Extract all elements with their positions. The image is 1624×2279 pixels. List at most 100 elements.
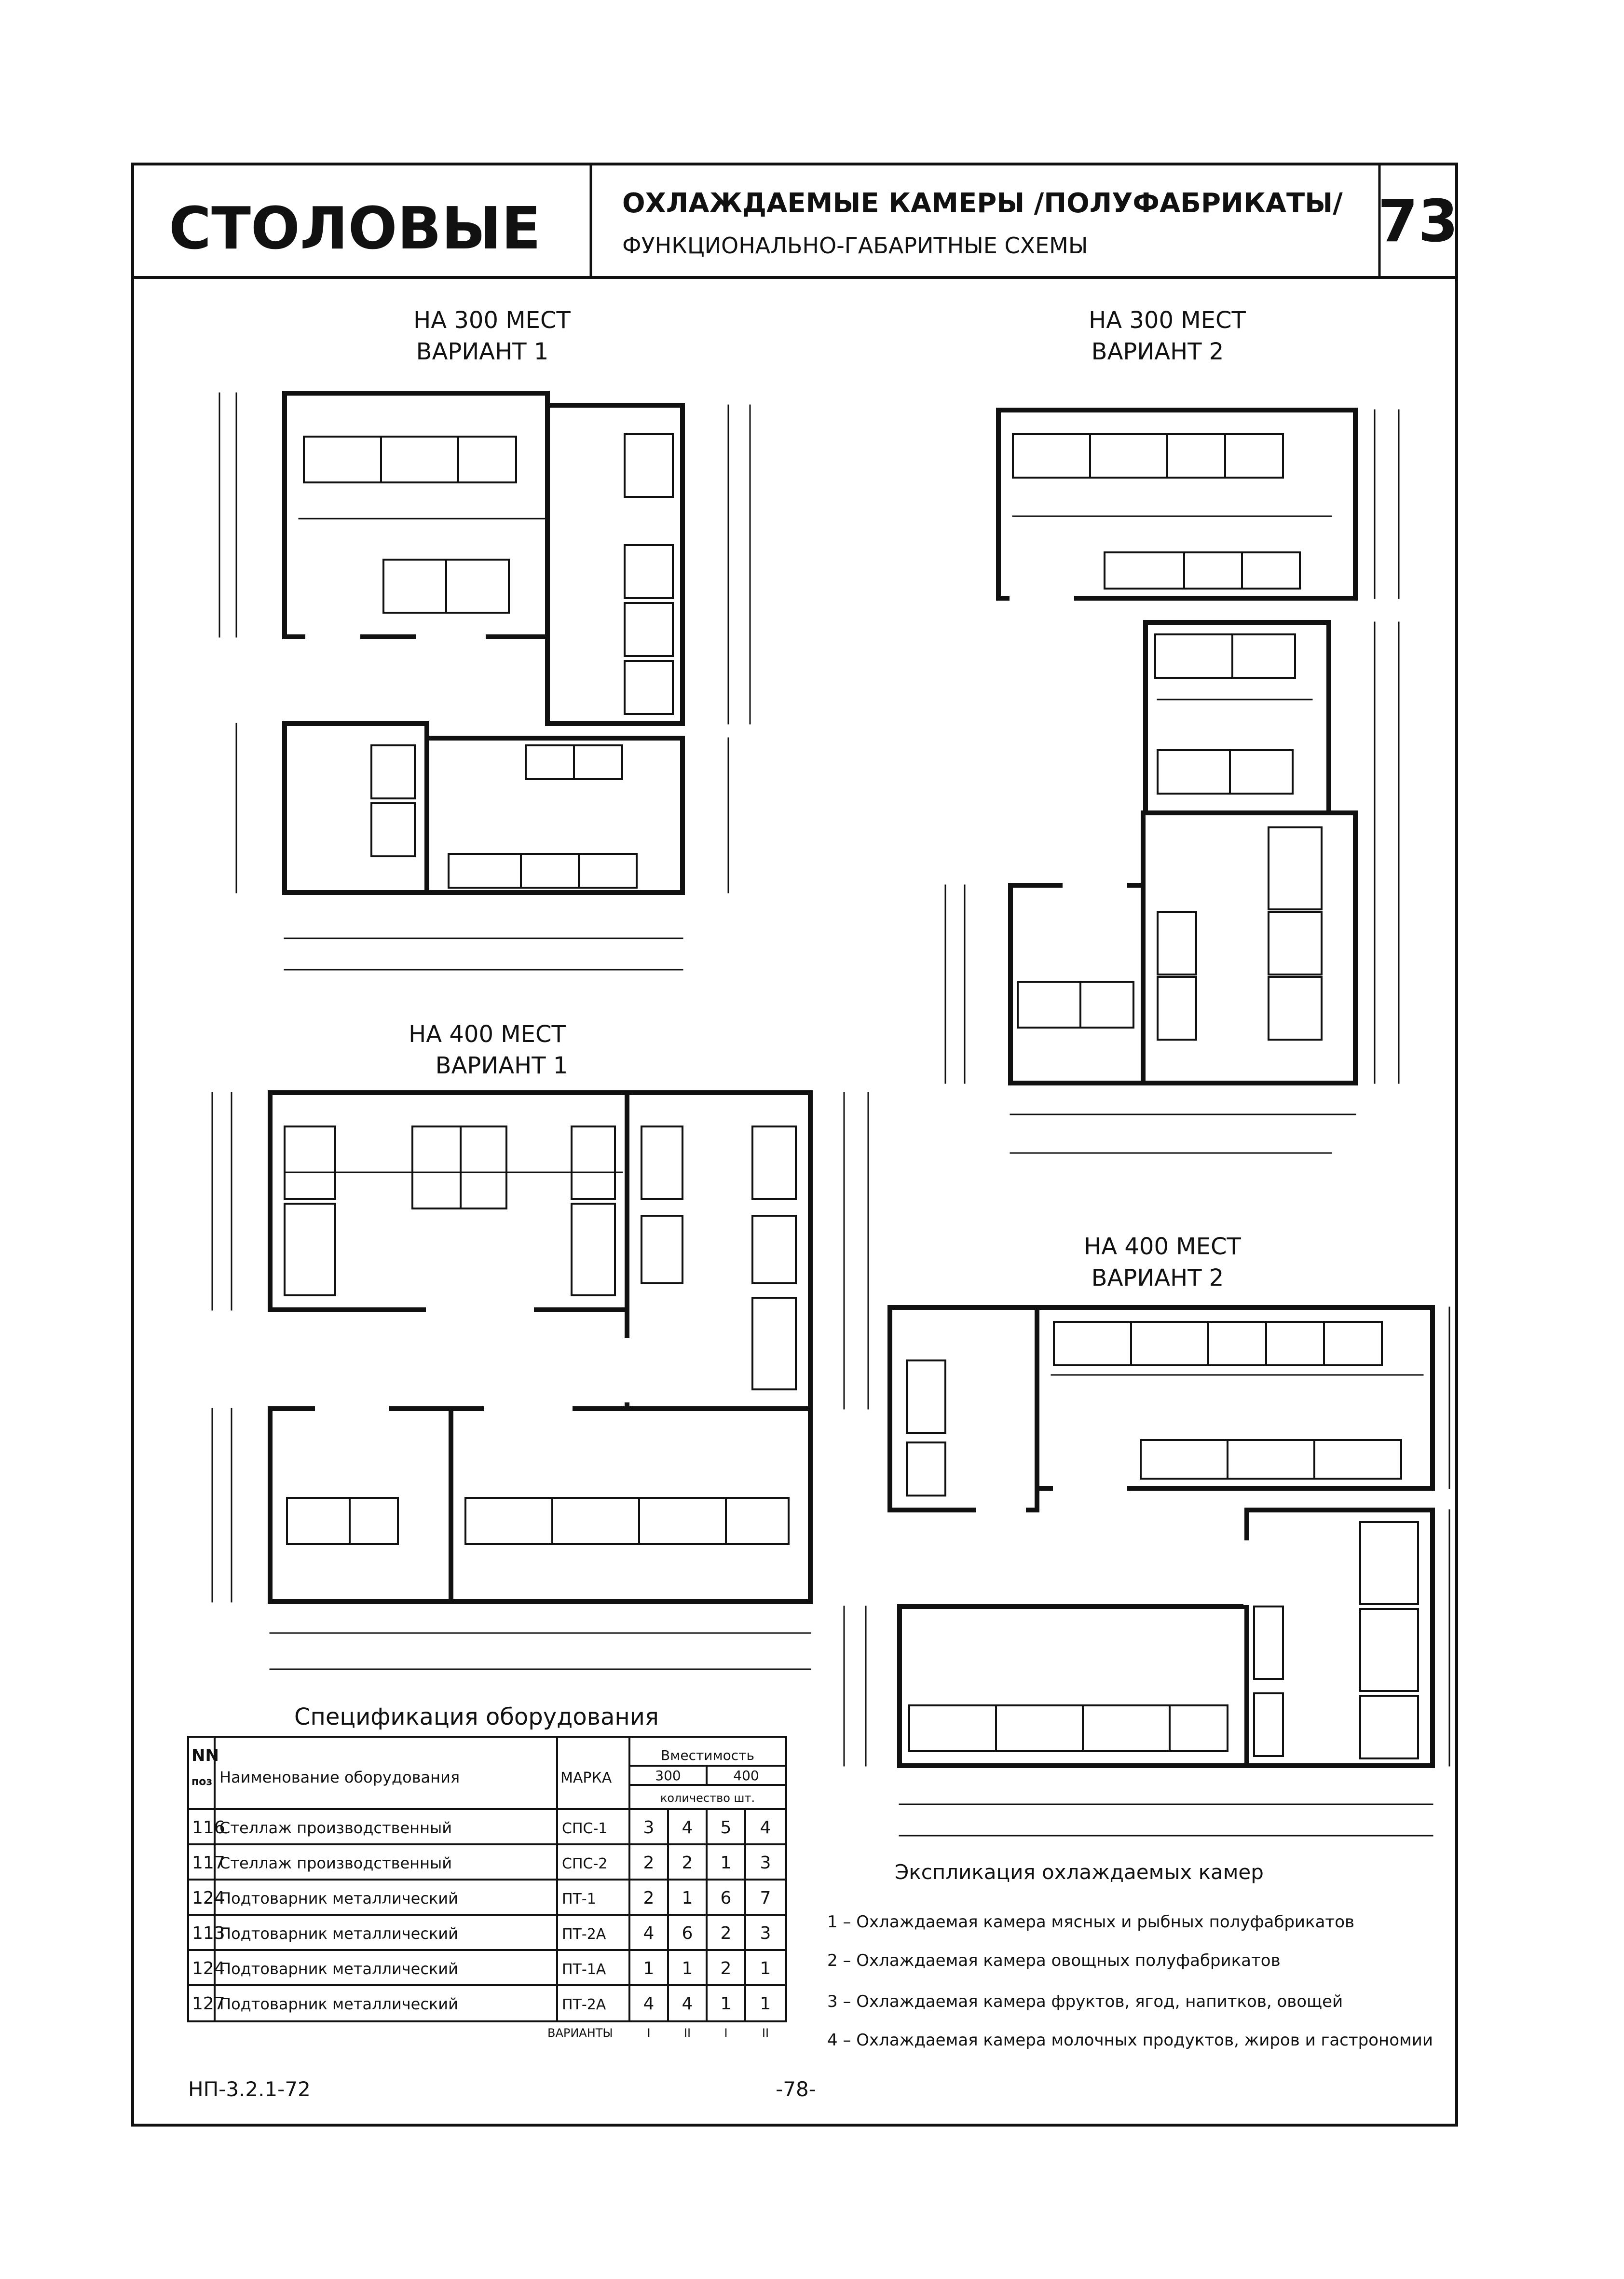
- equipment-124: [1224, 433, 1284, 479]
- equipment-124: [551, 1497, 640, 1545]
- room-2-walls: [1143, 620, 1331, 815]
- equipment-group: [1012, 433, 1323, 1041]
- spec-row-name: Подтоварник металлический: [219, 1960, 458, 1978]
- plan-300-v2-caption-line-1: НА 300 МЕСТ: [1089, 307, 1246, 334]
- spec-row-qty: 6: [721, 1888, 732, 1908]
- equipment-124: [1227, 1439, 1315, 1480]
- room-3-walls: [545, 403, 685, 726]
- spec-variant: I: [647, 2026, 650, 2040]
- spec-col-name: Наименование оборудования: [219, 1768, 460, 1786]
- equipment-126: [349, 1497, 399, 1545]
- spec-row-qty: 2: [721, 1959, 732, 1978]
- equipment-127: [520, 853, 580, 889]
- equipment-117: [1207, 1321, 1267, 1366]
- equipment-124: [464, 1497, 553, 1545]
- spec-row-qty: 5: [721, 1818, 732, 1838]
- plan-400-v2-caption-line-1: НА 400 МЕСТ: [1084, 1233, 1241, 1260]
- spec-variant: I: [724, 2026, 727, 2040]
- room-4-walls: [1035, 1305, 1435, 1491]
- equipment-114: [641, 1126, 683, 1200]
- equipment-124: [751, 1215, 797, 1284]
- spec-row-qty: 2: [643, 1853, 655, 1873]
- room-2-walls: [625, 1090, 813, 1411]
- spec-row-mark: ПТ-1А: [562, 1961, 606, 1978]
- footer-code: НП-3.2.1-72: [188, 2077, 311, 2101]
- plan-300-v1-caption-line-2: ВАРИАНТ 1: [416, 338, 549, 365]
- sheet-title-line-1: ОХЛАЖДАЕМЫЕ КАМЕРЫ /ПОЛУФАБРИКАТЫ/: [622, 188, 1343, 219]
- spec-variants-label: ВАРИАНТЫ: [547, 2026, 613, 2040]
- equipment-116: [1089, 433, 1168, 479]
- equipment-127: [1183, 551, 1243, 590]
- room-1-walls: [1008, 883, 1146, 1085]
- equipment-126: [1268, 976, 1323, 1041]
- spec-variant: II: [762, 2026, 769, 2040]
- spec-row: 124 Подтоварник металлический ПТ-1 2 1 6…: [192, 1888, 771, 1908]
- spec-row-name: Подтоварник металлический: [219, 1995, 458, 2013]
- spec-row: 127 Подтоварник металлический ПТ-2А 4 4 …: [192, 1994, 771, 2014]
- equipment-116: [284, 1126, 336, 1200]
- equipment-116: [1012, 433, 1091, 479]
- spec-row: 116 Стеллаж производственный СПС-1 3 4 5…: [192, 1818, 771, 1838]
- room-1-walls: [282, 721, 429, 895]
- spec-row-qty: 4: [643, 1923, 655, 1943]
- spec-row-pos: 124: [192, 1959, 225, 1978]
- spec-col-nn: NN: [191, 1746, 219, 1765]
- spec-row-mark: ПТ-2А: [562, 1926, 606, 1943]
- equipment-117: [286, 1497, 351, 1545]
- equipment-116: [908, 1704, 997, 1752]
- equipment-124: [382, 559, 447, 614]
- spec-row-qty: 1: [760, 1994, 771, 2014]
- spec-row-qty: 1: [643, 1959, 655, 1978]
- equipment-126: [624, 660, 674, 715]
- legend-item: 2 – Охлаждаемая камера овощных полуфабри…: [827, 1951, 1281, 1970]
- equipment-127: [578, 853, 638, 889]
- equipment-127: [1241, 551, 1301, 590]
- spec-row-mark: ПТ-1: [562, 1891, 596, 1908]
- spec-col-nn-sub: поз: [191, 1776, 212, 1788]
- equipment-124: [1231, 633, 1296, 679]
- plan-300-variant-1: [218, 391, 751, 971]
- plan-400-v2-caption-line-2: ВАРИАНТ 2: [1092, 1264, 1224, 1291]
- spec-row-qty: 1: [721, 1853, 732, 1873]
- equipment-116: [1053, 1321, 1132, 1366]
- equipment-116: [571, 1203, 616, 1296]
- plan-300-variant-2: [944, 408, 1400, 1154]
- equipment-126: [445, 559, 510, 614]
- equipment-116: [380, 436, 459, 483]
- spec-variant: II: [684, 2026, 691, 2040]
- equipment-126: [1359, 1695, 1419, 1759]
- spec-row-mark: СПС-2: [562, 1855, 607, 1872]
- equipment-116: [284, 1203, 336, 1296]
- spec-row-name: Подтоварник металлический: [219, 1889, 458, 1908]
- spec-col-400: 400: [733, 1768, 759, 1784]
- equipment-117: [457, 436, 517, 483]
- equipment-127: [1157, 976, 1197, 1041]
- spec-row-qty: 2: [643, 1888, 655, 1908]
- spec-row-qty: 2: [721, 1923, 732, 1943]
- spec-row-qty: 3: [760, 1923, 771, 1943]
- equipment-124: [641, 1215, 683, 1284]
- room-3-walls: [1141, 810, 1358, 1085]
- spec-row-pos: 117: [192, 1853, 225, 1873]
- equipment-group: [906, 1321, 1419, 1759]
- room-3-walls: [449, 1406, 813, 1604]
- spec-row-qty: 7: [760, 1888, 771, 1908]
- equipment-124: [638, 1497, 727, 1545]
- equipment-127: [1253, 1692, 1284, 1757]
- equipment-126: [1229, 749, 1294, 795]
- spec-col-300: 300: [655, 1768, 681, 1784]
- equipment-125: [448, 853, 522, 889]
- plan-300-v1-caption-line-1: НА 300 МЕСТ: [413, 307, 571, 334]
- spec-row-qty: 3: [643, 1818, 655, 1838]
- sheet-title-line-2: ФУНКЦИОНАЛЬНО-ГАБАРИТНЫЕ СХЕМЫ: [622, 233, 1088, 259]
- section-title: СТОЛОВЫЕ: [169, 195, 541, 262]
- spec-row: 113 Подтоварник металлический ПТ-2А 4 6 …: [192, 1923, 771, 1943]
- spec-row-qty: 4: [682, 1994, 693, 2014]
- equipment-127: [1157, 911, 1197, 975]
- equipment-124: [1313, 1439, 1402, 1480]
- spec-row-qty: 1: [682, 1959, 693, 1978]
- plan-400-variant-1: [211, 1090, 869, 1670]
- spec-row-qty: 4: [760, 1818, 771, 1838]
- spec-row-qty: 6: [682, 1923, 693, 1943]
- room-3-walls: [1244, 1508, 1435, 1768]
